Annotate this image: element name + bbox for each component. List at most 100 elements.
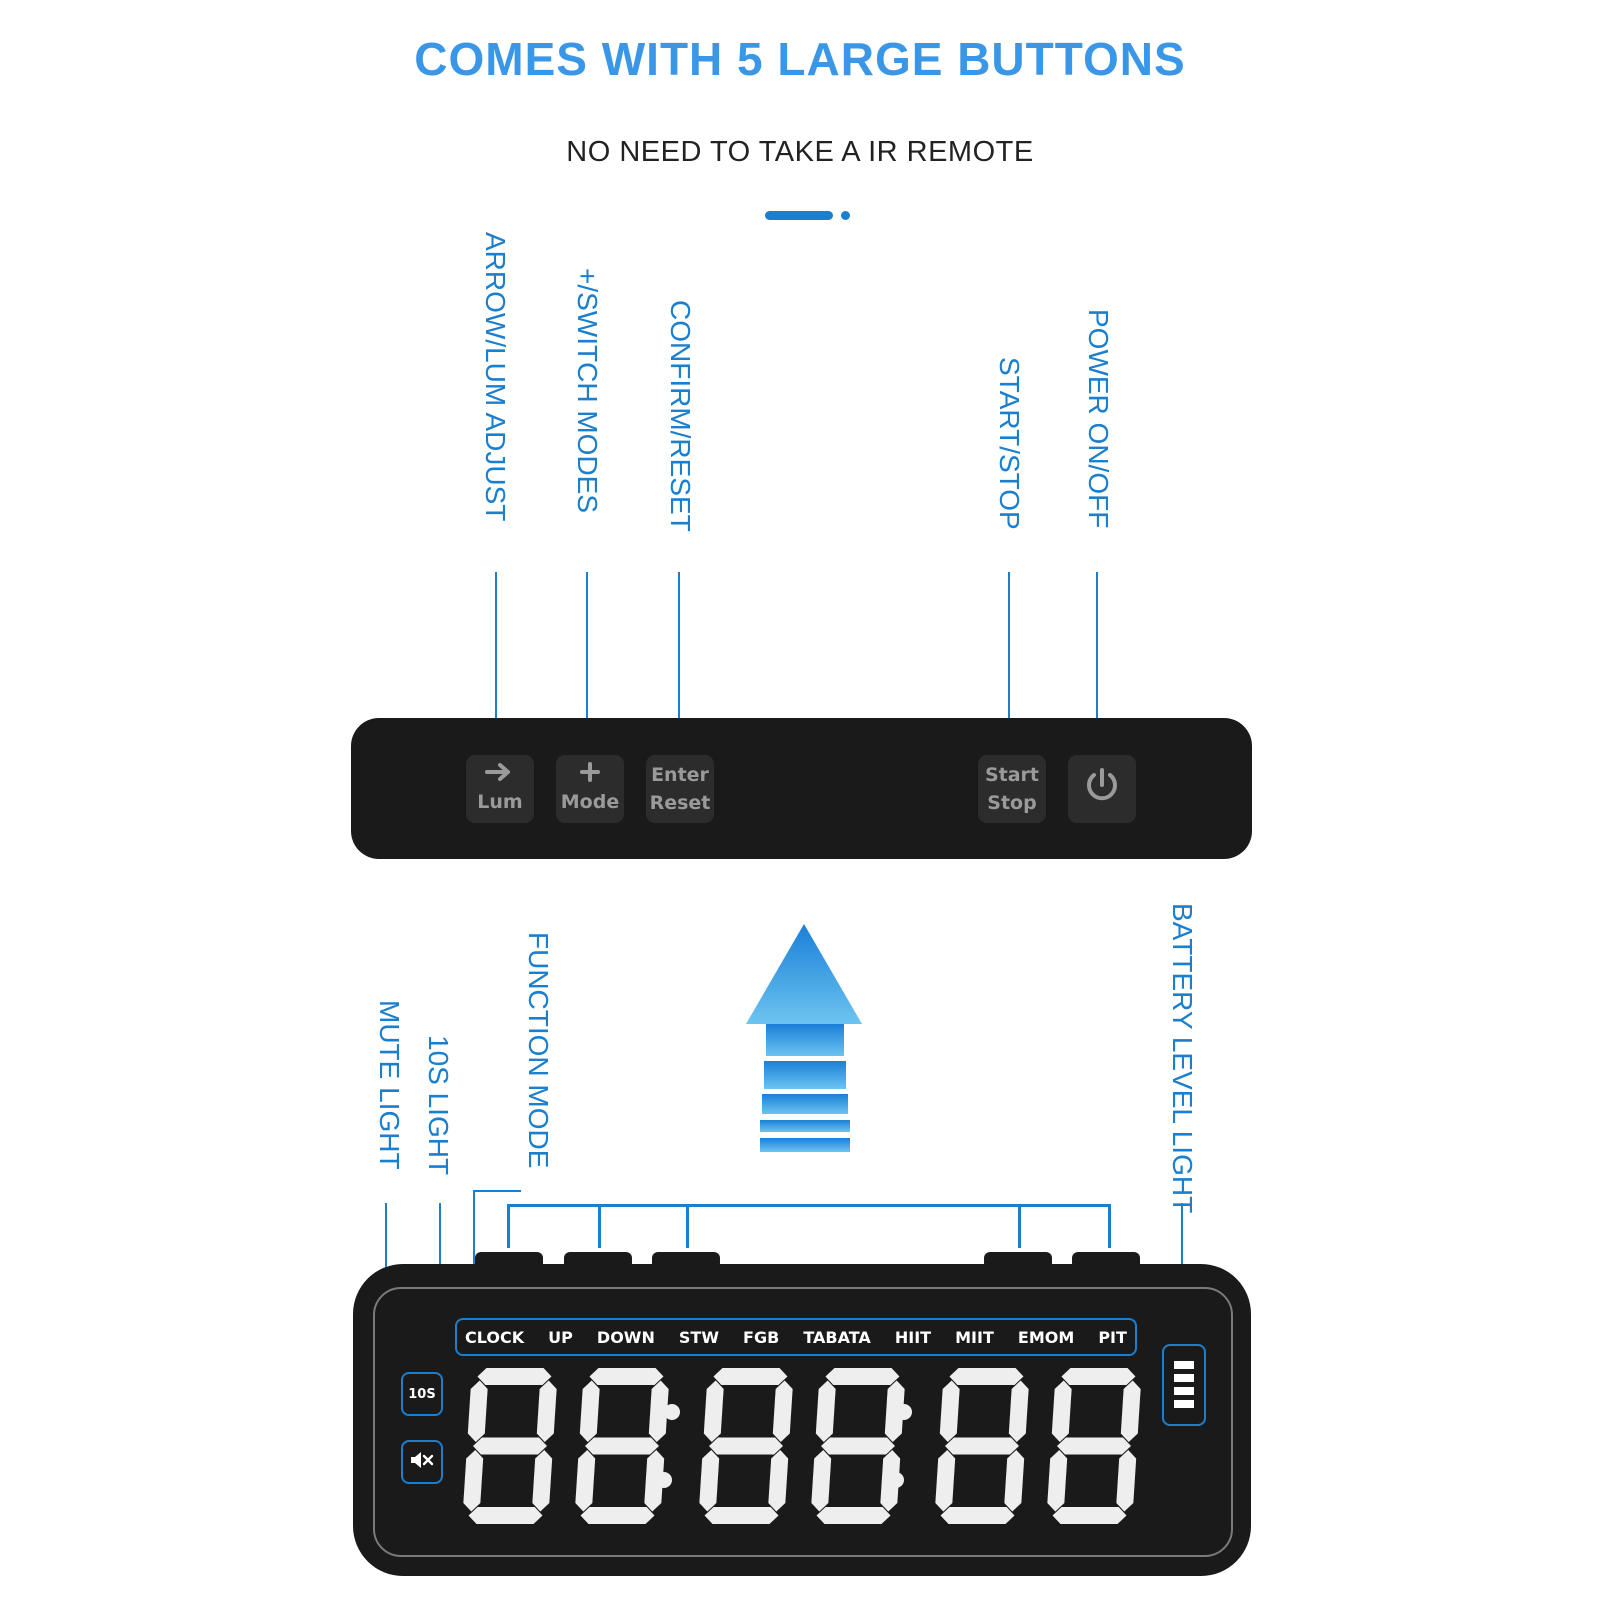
segment-b <box>884 1380 905 1442</box>
mode-stw: STW <box>678 1327 719 1347</box>
segment-c <box>532 1450 553 1512</box>
segment-e <box>1047 1450 1068 1512</box>
segment-g <box>473 1437 547 1455</box>
mode-fgb: FGB <box>743 1327 780 1347</box>
mute-indicator <box>401 1440 443 1484</box>
mode-up: UP <box>548 1327 573 1347</box>
segment-e <box>463 1450 484 1512</box>
colon-group <box>656 1404 912 1488</box>
mode-hiit: HIIT <box>894 1327 932 1347</box>
segment-b <box>1008 1380 1029 1442</box>
colon-dot <box>896 1404 912 1420</box>
arrow-up-icon <box>746 924 862 1152</box>
colon-dot <box>664 1404 680 1420</box>
label-battery-level-light: BATTERY LEVEL LIGHT <box>1167 903 1198 1214</box>
function-mode-bar: CLOCK UP DOWN STW FGB TABATA HIIT MIIT E… <box>455 1318 1137 1356</box>
bracket-line <box>686 1204 689 1248</box>
bracket-line <box>1018 1204 1021 1248</box>
mode-button-label: Mode <box>560 791 620 813</box>
connector-line <box>586 572 588 762</box>
segment-g <box>585 1437 659 1455</box>
mode-button[interactable]: Mode <box>556 755 624 823</box>
mode-pit: PIT <box>1098 1327 1127 1347</box>
mode-emom: EMOM <box>1017 1327 1075 1347</box>
label-confirm-reset: CONFIRM/RESET <box>665 300 696 532</box>
connector-line <box>473 1190 521 1192</box>
page-title: COMES WITH 5 LARGE BUTTONS <box>414 33 1186 85</box>
colon-dot <box>888 1472 904 1488</box>
arrow-right-icon <box>485 762 515 788</box>
mode-down: DOWN <box>596 1327 655 1347</box>
mute-icon <box>409 1450 435 1474</box>
battery-level-icon <box>1174 1361 1194 1408</box>
label-switch-modes: +/SWITCH MODES <box>572 268 603 514</box>
connector-line <box>678 572 680 762</box>
mode-tabata: TABATA <box>803 1327 871 1347</box>
segment-d <box>816 1507 891 1524</box>
power-button[interactable] <box>1068 755 1136 823</box>
segment-b <box>772 1380 793 1442</box>
segment-f <box>703 1380 724 1442</box>
enter-label: Enter <box>651 764 709 786</box>
segment-g <box>821 1437 895 1455</box>
segment-d <box>940 1507 1015 1524</box>
segment-c <box>768 1450 789 1512</box>
segment-c <box>1116 1450 1137 1512</box>
segment-e <box>699 1450 720 1512</box>
reset-label: Reset <box>649 792 711 814</box>
bracket-line <box>507 1204 510 1248</box>
segment-d <box>704 1507 779 1524</box>
segment-e <box>575 1450 596 1512</box>
ten-seconds-indicator: 10S <box>401 1372 443 1416</box>
mode-miit: MIIT <box>955 1327 994 1347</box>
battery-indicator <box>1162 1344 1206 1426</box>
connector-line <box>1008 572 1010 762</box>
seven-segment-display <box>463 1368 1141 1524</box>
segment-a <box>713 1368 788 1385</box>
segment-a <box>589 1368 664 1385</box>
ten-seconds-text: 10S <box>408 1386 436 1402</box>
stop-label: Stop <box>987 792 1037 814</box>
segment-b <box>536 1380 557 1442</box>
segment-a <box>949 1368 1024 1385</box>
label-10s-light: 10S LIGHT <box>423 1035 454 1176</box>
segment-e <box>811 1450 832 1512</box>
segment-g <box>945 1437 1019 1455</box>
segment-d <box>580 1507 655 1524</box>
colon-dot <box>656 1472 672 1488</box>
label-start-stop: START/STOP <box>994 357 1025 530</box>
connector-line <box>495 572 497 762</box>
segment-f <box>939 1380 960 1442</box>
segment-d <box>1052 1507 1127 1524</box>
segment-f <box>467 1380 488 1442</box>
start-label: Start <box>984 764 1040 786</box>
power-icon <box>1082 765 1122 813</box>
bracket-line <box>1108 1204 1111 1248</box>
lum-button[interactable]: Lum <box>466 755 534 823</box>
mode-clock: CLOCK <box>465 1327 525 1347</box>
segment-f <box>1051 1380 1072 1442</box>
connector-line <box>1096 572 1098 762</box>
connector-line <box>473 1190 475 1330</box>
lum-button-label: Lum <box>477 791 523 813</box>
label-arrow-lum-adjust: ARROW/LUM ADJUST <box>480 232 511 522</box>
bracket-line <box>507 1204 1111 1207</box>
segment-a <box>477 1368 552 1385</box>
start-stop-button[interactable]: Start Stop <box>978 755 1046 823</box>
bracket-line <box>598 1204 601 1248</box>
segment-c <box>1004 1450 1025 1512</box>
enter-reset-button[interactable]: Enter Reset <box>646 755 714 823</box>
accent-dash <box>765 211 833 220</box>
segment-d <box>468 1507 543 1524</box>
segment-e <box>935 1450 956 1512</box>
label-mute-light: MUTE LIGHT <box>374 1000 405 1170</box>
segment-g <box>709 1437 783 1455</box>
segment-c <box>644 1450 665 1512</box>
plus-icon <box>580 762 600 788</box>
segment-b <box>648 1380 669 1442</box>
segment-a <box>825 1368 900 1385</box>
accent-dot <box>841 211 850 220</box>
page-subtitle: NO NEED TO TAKE A IR REMOTE <box>566 136 1034 168</box>
label-power-on-off: POWER ON/OFF <box>1083 309 1114 529</box>
segment-a <box>1061 1368 1136 1385</box>
